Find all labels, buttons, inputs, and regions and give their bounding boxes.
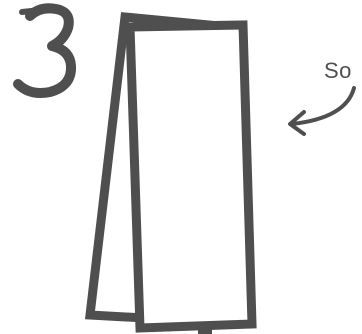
bottom-mark <box>198 328 212 334</box>
folded-card-icon <box>90 17 252 328</box>
card-front-panel <box>130 25 252 328</box>
caption-text: So <box>324 58 352 83</box>
step-number <box>18 8 71 93</box>
curved-arrow-icon <box>290 88 354 134</box>
